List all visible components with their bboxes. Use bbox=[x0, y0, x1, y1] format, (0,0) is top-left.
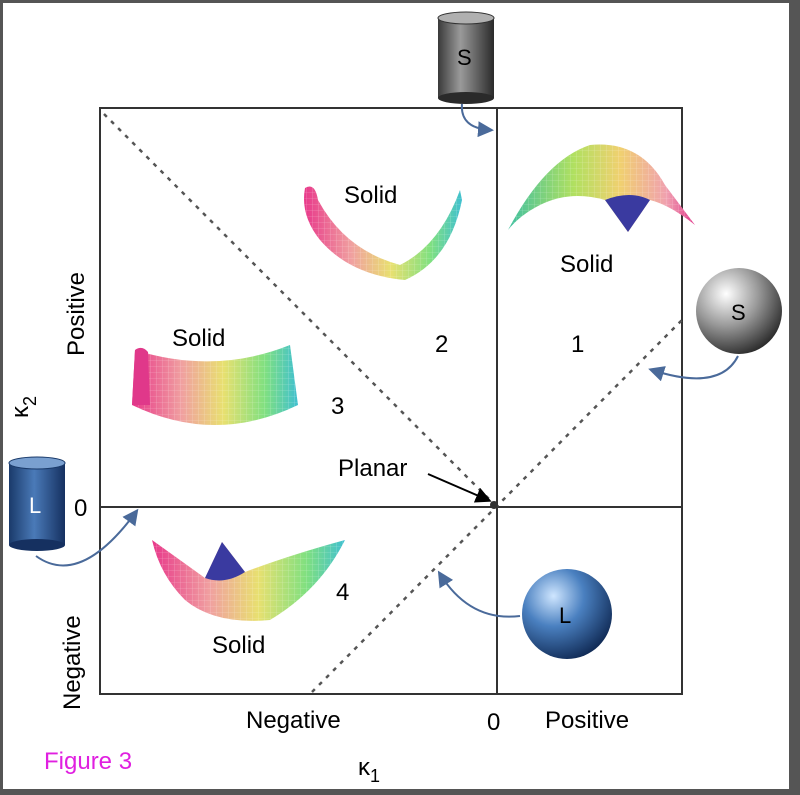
y-axis-positive-label: Positive bbox=[63, 272, 90, 356]
x-axis-positive-label: Positive bbox=[545, 707, 629, 734]
surface-top-right bbox=[508, 144, 695, 232]
x-axis-symbol: κ1 bbox=[358, 754, 380, 786]
surface-bottom bbox=[152, 540, 345, 621]
surface-left bbox=[132, 345, 298, 425]
cylinder-l-label: L bbox=[29, 493, 41, 518]
origin-point bbox=[490, 501, 498, 509]
y-axis-zero-label: 0 bbox=[74, 495, 87, 522]
surface-top-center bbox=[304, 186, 462, 280]
figure-label: Figure 3 bbox=[44, 748, 132, 775]
region-number-1: 1 bbox=[571, 331, 584, 358]
cylinder-s-label: S bbox=[457, 45, 472, 70]
region-number-3: 3 bbox=[331, 393, 344, 420]
y-axis-kappa: κ bbox=[7, 405, 34, 418]
y-axis-symbol: κ2 bbox=[7, 396, 40, 418]
sphere-s-arrow bbox=[648, 355, 739, 382]
x-axis-subscript: 1 bbox=[370, 766, 380, 786]
surface-label-left: Solid bbox=[172, 325, 225, 352]
region-number-4: 4 bbox=[336, 579, 349, 606]
planar-arrow bbox=[427, 473, 492, 503]
cylinder-s-arrow bbox=[460, 103, 494, 138]
plot-frame bbox=[99, 107, 683, 695]
sphere-l-label: L bbox=[559, 603, 571, 628]
surface-label-bottom: Solid bbox=[212, 632, 265, 659]
planar-label: Planar bbox=[338, 455, 407, 482]
cylinder-s-icon: S bbox=[437, 11, 495, 104]
x-axis-kappa: κ bbox=[358, 754, 371, 781]
x-axis-negative-label: Negative bbox=[246, 707, 341, 734]
region-number-2: 2 bbox=[435, 331, 448, 358]
sphere-l-arrow bbox=[437, 570, 521, 618]
surface-label-top-center: Solid bbox=[344, 182, 397, 209]
sphere-l-icon: L bbox=[522, 569, 612, 659]
sphere-s-icon: S bbox=[696, 268, 782, 354]
x-axis-zero-label: 0 bbox=[487, 709, 500, 736]
y-axis-negative-label: Negative bbox=[59, 615, 86, 710]
cylinder-l-arrow bbox=[35, 508, 139, 567]
page-background bbox=[3, 3, 789, 789]
svg-text:κ2: κ2 bbox=[7, 396, 40, 418]
cylinder-l-icon: L bbox=[8, 456, 66, 551]
dashed-diagonal-antidiagonal bbox=[103, 113, 495, 505]
y-axis-subscript: 2 bbox=[20, 396, 40, 406]
sphere-s-label: S bbox=[731, 300, 746, 325]
surface-label-top-right: Solid bbox=[560, 251, 613, 278]
